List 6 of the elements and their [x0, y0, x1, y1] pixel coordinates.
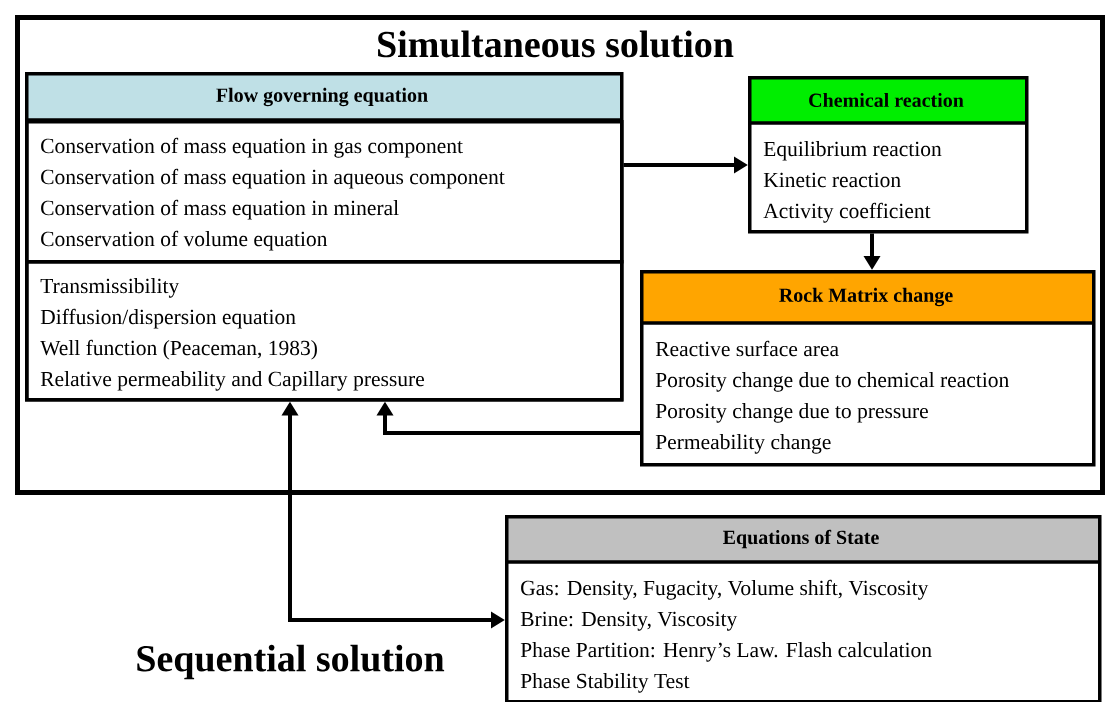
process-box: Equations of State Gas: Density, Fugacity, Volume shift, Viscosity Brine: Density, Viscosity Phase Partition: Henry’s Law. Flash calculation Phase Stability Test	[505, 515, 1102, 702]
section-heading: Sequential solution	[137, 644, 445, 680]
process-box: Rock Matrix change Reactive surface area Porosity change due to chemical reaction Porosity change due to pressure Permeability change	[640, 270, 1096, 467]
process-box: Chemical reaction Equilibrium reaction Kinetic reaction Activity coefficient	[748, 76, 1029, 234]
list-section: Transmissibility Diffusion/dispersion equation Well function (Peaceman, 1983) Relative permeability and Capillary pressure	[25, 260, 624, 402]
list-section: Conservation of mass equation in gas component Conservation of mass equation in aqueous component Conservation of mass equation in mineral Conservation of volume equation	[25, 120, 624, 264]
